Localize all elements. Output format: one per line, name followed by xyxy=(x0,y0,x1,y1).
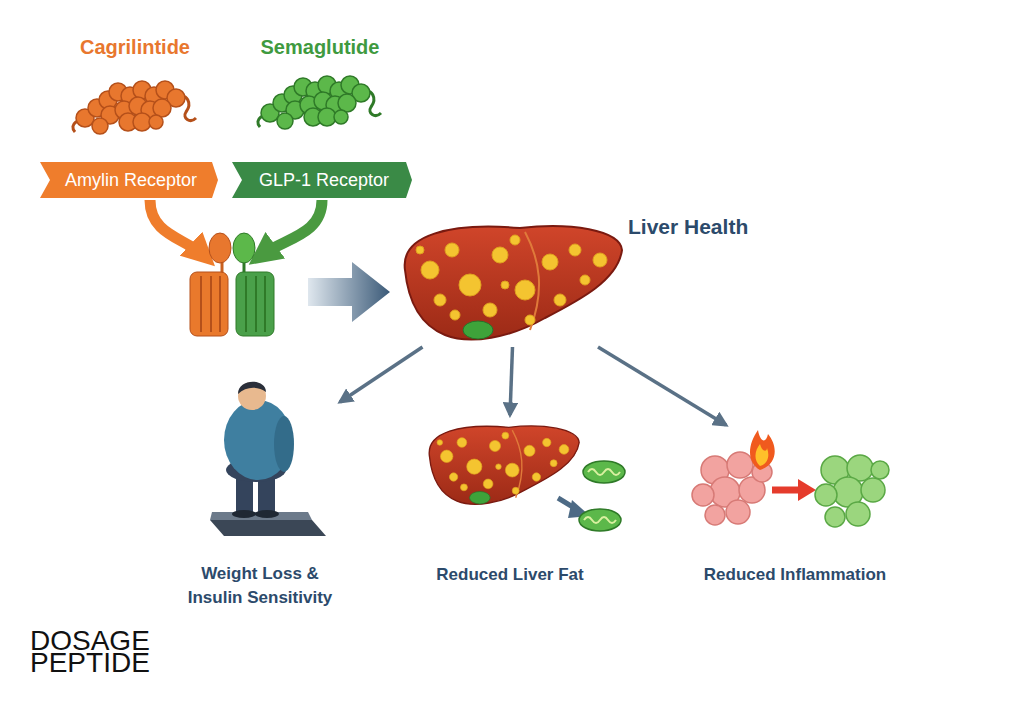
inflamed-cells xyxy=(705,505,725,525)
receptor-complex xyxy=(200,276,202,332)
node-text: Reduced Liver Fat xyxy=(400,565,620,585)
resolution-arrow xyxy=(798,479,816,501)
outcome-node: Reduced Liver Fat xyxy=(420,415,600,595)
receptor-complex xyxy=(233,233,255,263)
molecule-node: Cagrilintide xyxy=(70,35,200,140)
signal-arrow xyxy=(308,262,390,322)
node-text: Reduced Inflammation xyxy=(680,565,910,585)
node-text: Weight Loss & Insulin Sensitivity xyxy=(175,562,345,610)
watermark: DOSAGE PEPTIDE xyxy=(30,630,158,675)
receptor-complex xyxy=(264,276,266,332)
receptor-banner: Amylin Receptor xyxy=(40,162,218,198)
node-text: Amylin Receptor xyxy=(48,170,214,192)
outcome-node: Weight Loss & Insulin Sensitivity xyxy=(180,378,340,618)
flow-arrow xyxy=(510,347,513,415)
amylin-pathway-arrow xyxy=(150,200,203,255)
person-on-scale xyxy=(274,416,294,472)
node-text: Semaglutide xyxy=(235,35,405,59)
receptor-complex xyxy=(210,276,212,332)
person-on-scale xyxy=(210,520,326,536)
inflammation-flame xyxy=(750,430,775,470)
flow-arrow xyxy=(598,347,726,425)
glp1-pathway-arrow xyxy=(262,200,322,255)
person-on-scale xyxy=(238,382,266,410)
outcome-node: Reduced Inflammation xyxy=(680,425,910,595)
node-text: GLP-1 Receptor xyxy=(240,170,408,192)
healthy-cells xyxy=(815,455,889,527)
receptor-complex xyxy=(190,233,274,336)
mitochondria xyxy=(588,469,620,475)
person-on-scale xyxy=(238,382,266,394)
inflamed-cells xyxy=(692,484,714,506)
receptor-complex xyxy=(190,272,228,336)
mitochondria xyxy=(558,461,625,531)
inflamed-cells xyxy=(727,452,753,478)
node-text: Liver Health xyxy=(628,214,788,239)
flow-arrow xyxy=(340,347,423,402)
person-on-scale xyxy=(232,510,256,518)
person-on-scale xyxy=(255,510,279,518)
mitochondria xyxy=(583,461,625,483)
resolution-arrow xyxy=(772,487,800,494)
resolution-arrow xyxy=(772,479,816,501)
receptor-complex xyxy=(245,276,247,332)
cagrilintide-molecule xyxy=(73,81,196,134)
inflamed-cells xyxy=(726,500,750,524)
mitochondria xyxy=(584,517,616,523)
small-liver-illustration xyxy=(429,426,579,504)
person-on-scale xyxy=(210,382,326,536)
healthy-cells xyxy=(815,484,837,506)
node-text: Cagrilintide xyxy=(50,35,220,59)
healthy-cells xyxy=(846,502,870,526)
molecule-node: Semaglutide xyxy=(255,35,385,140)
mitochondria xyxy=(579,509,621,531)
inflammation-flame xyxy=(750,430,775,470)
liver-illustration xyxy=(405,226,622,339)
healthy-cells xyxy=(871,461,889,479)
receptor-complex xyxy=(219,276,221,332)
healthy-cells xyxy=(825,507,845,527)
banner-shape xyxy=(232,162,412,198)
receptor-complex xyxy=(236,272,274,336)
banner-shape xyxy=(40,162,218,198)
inflammation-flame xyxy=(755,444,768,466)
healthy-cells xyxy=(861,478,885,502)
receptor-complex xyxy=(255,276,257,332)
receptor-complex xyxy=(209,233,231,263)
semaglutide-molecule xyxy=(258,76,381,129)
liver-node: Liver Health xyxy=(400,222,625,347)
receptor-banner: GLP-1 Receptor xyxy=(232,162,412,198)
